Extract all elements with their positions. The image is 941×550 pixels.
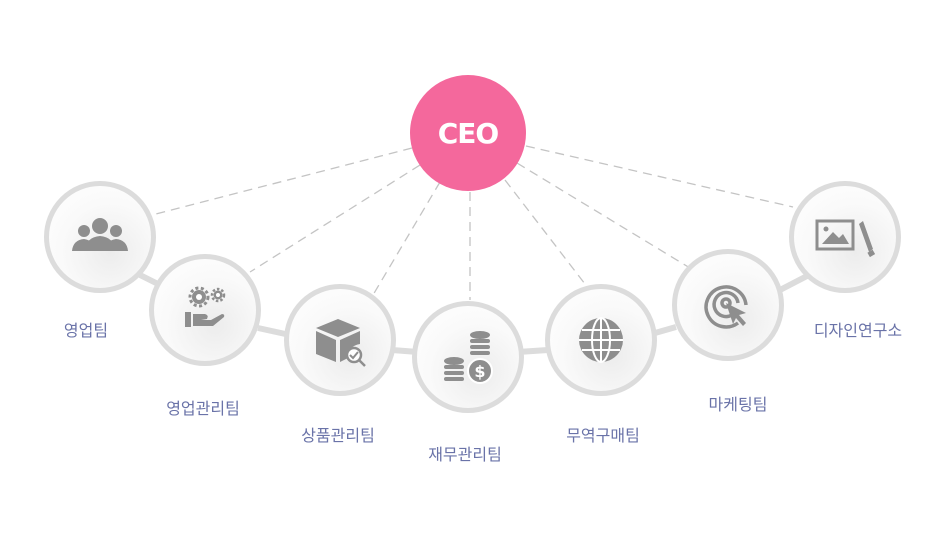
globe-icon bbox=[579, 317, 623, 363]
team-node-sales[interactable] bbox=[44, 181, 156, 293]
team-label: 영업관리팀 bbox=[166, 399, 240, 418]
people-group-icon bbox=[72, 218, 128, 251]
team-label: 재무관리팀 bbox=[428, 445, 502, 464]
team-node-trade-purchasing[interactable] bbox=[545, 284, 657, 396]
team-node-finance-management[interactable]: $ bbox=[412, 301, 524, 413]
team-node-sales-management[interactable] bbox=[149, 254, 261, 366]
target-cursor-icon bbox=[704, 285, 748, 329]
team-label: 디자인연구소 bbox=[813, 321, 903, 340]
box-inspect-icon bbox=[316, 319, 366, 367]
team-label: 마케팅팀 bbox=[708, 395, 768, 414]
svg-text:$: $ bbox=[474, 362, 485, 381]
coins-icon: $ bbox=[444, 331, 493, 384]
team-label: 무역구매팀 bbox=[566, 426, 640, 445]
image-pencil-icon bbox=[815, 219, 875, 258]
ceo-label: CEO bbox=[437, 116, 499, 150]
team-node-marketing[interactable] bbox=[672, 249, 784, 361]
team-node-design-lab[interactable] bbox=[789, 181, 901, 293]
team-label: 영업팀 bbox=[63, 321, 109, 340]
team-label: 상품관리팀 bbox=[301, 426, 375, 445]
ceo-node[interactable]: CEO bbox=[410, 75, 526, 191]
gears-hand-icon bbox=[185, 286, 226, 327]
team-node-product-management[interactable] bbox=[284, 284, 396, 396]
